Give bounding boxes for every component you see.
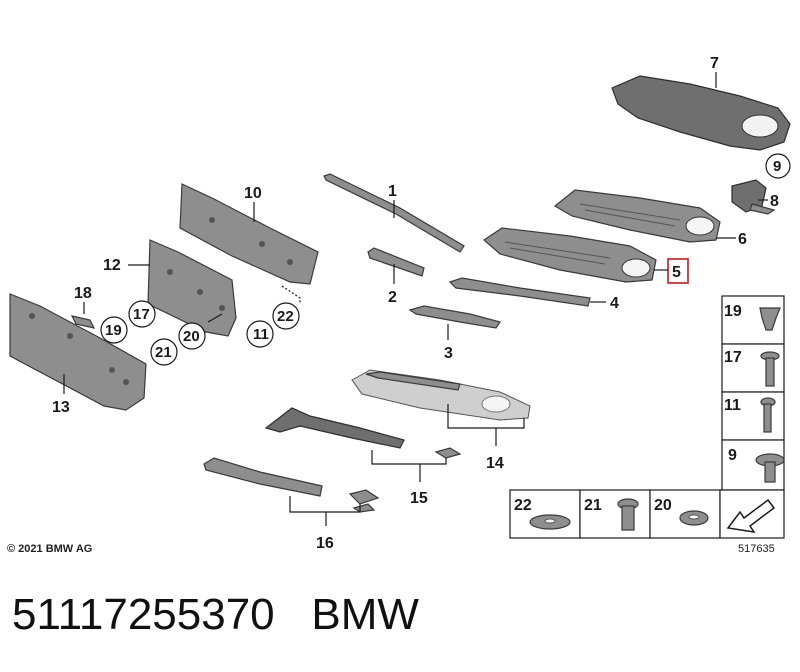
fastener-17[interactable]: 17 xyxy=(724,349,780,387)
label-21-panel: 21 xyxy=(584,497,602,514)
label-6: 6 xyxy=(738,231,747,248)
part-13-plate-base[interactable] xyxy=(9,293,147,411)
label-10: 10 xyxy=(244,185,262,202)
direction-arrow-icon xyxy=(726,498,776,534)
part-10-plate-base[interactable] xyxy=(179,183,319,285)
label-5: 5 xyxy=(672,264,681,281)
circle-label-22 xyxy=(272,302,300,330)
label-8: 8 xyxy=(770,193,779,210)
part-2-strip[interactable] xyxy=(367,247,425,277)
label-20-panel: 20 xyxy=(654,497,672,514)
fastener-20[interactable]: 20 xyxy=(654,497,709,526)
part-4-strip[interactable] xyxy=(448,277,591,307)
bottom-panel xyxy=(509,489,785,539)
label-17: 17 xyxy=(133,306,150,323)
part-8-fog-cover[interactable] xyxy=(731,179,776,215)
part-number-line: 51117255370 BMW xyxy=(12,590,419,640)
label-15: 15 xyxy=(410,490,428,507)
part-5-grille-left[interactable] xyxy=(483,227,657,283)
part-12-plate-base[interactable] xyxy=(147,239,237,337)
label-20: 20 xyxy=(183,328,200,345)
fastener-9[interactable]: 9 xyxy=(728,447,785,483)
label-9: 9 xyxy=(773,158,781,175)
label-13: 13 xyxy=(52,399,70,416)
label-7: 7 xyxy=(710,55,719,72)
fastener-21[interactable]: 21 xyxy=(584,497,639,531)
highlight-box-5 xyxy=(667,258,689,284)
label-22-panel: 22 xyxy=(514,497,532,514)
circle-label-21 xyxy=(150,338,178,366)
label-9-panel: 9 xyxy=(728,447,737,464)
reference-number: 517635 xyxy=(738,543,775,555)
circle-label-20 xyxy=(178,322,206,350)
label-11: 11 xyxy=(253,326,269,343)
part-15-trim[interactable] xyxy=(264,407,462,459)
copyright-text: © 2021 BMW AG xyxy=(7,543,93,555)
fastener-22[interactable]: 22 xyxy=(514,497,571,530)
fastener-11[interactable]: 11 xyxy=(724,397,776,433)
label-18: 18 xyxy=(74,285,92,302)
fastener-19[interactable]: 19 xyxy=(724,303,781,331)
label-11-panel: 11 xyxy=(724,397,741,414)
label-19: 19 xyxy=(105,322,122,339)
part-6-grille-right[interactable] xyxy=(553,189,721,243)
circle-label-19 xyxy=(100,316,128,344)
part-3-strip[interactable] xyxy=(408,305,501,329)
part-18-pad[interactable] xyxy=(70,315,96,329)
label-1: 1 xyxy=(388,183,397,200)
circle-label-11 xyxy=(246,320,274,348)
part-7-grille-trim[interactable] xyxy=(611,75,791,151)
brand-name: BMW xyxy=(311,590,419,639)
label-19-panel: 19 xyxy=(724,303,742,320)
label-22: 22 xyxy=(277,308,294,325)
label-12: 12 xyxy=(103,257,121,274)
label-3: 3 xyxy=(444,345,453,362)
label-21: 21 xyxy=(155,344,172,361)
circle-label-9 xyxy=(765,153,791,179)
parts-diagram: 7 9 8 6 5 1 2 4 3 xyxy=(9,55,791,552)
circle-label-17 xyxy=(128,300,156,328)
label-14: 14 xyxy=(486,455,504,472)
part-16-trim[interactable] xyxy=(203,457,380,513)
label-16: 16 xyxy=(316,535,334,552)
part-number: 51117255370 xyxy=(12,590,275,639)
part-14-lower-grille[interactable] xyxy=(351,369,531,421)
label-2: 2 xyxy=(388,289,397,306)
label-4: 4 xyxy=(610,295,619,312)
label-17-panel: 17 xyxy=(724,349,742,366)
